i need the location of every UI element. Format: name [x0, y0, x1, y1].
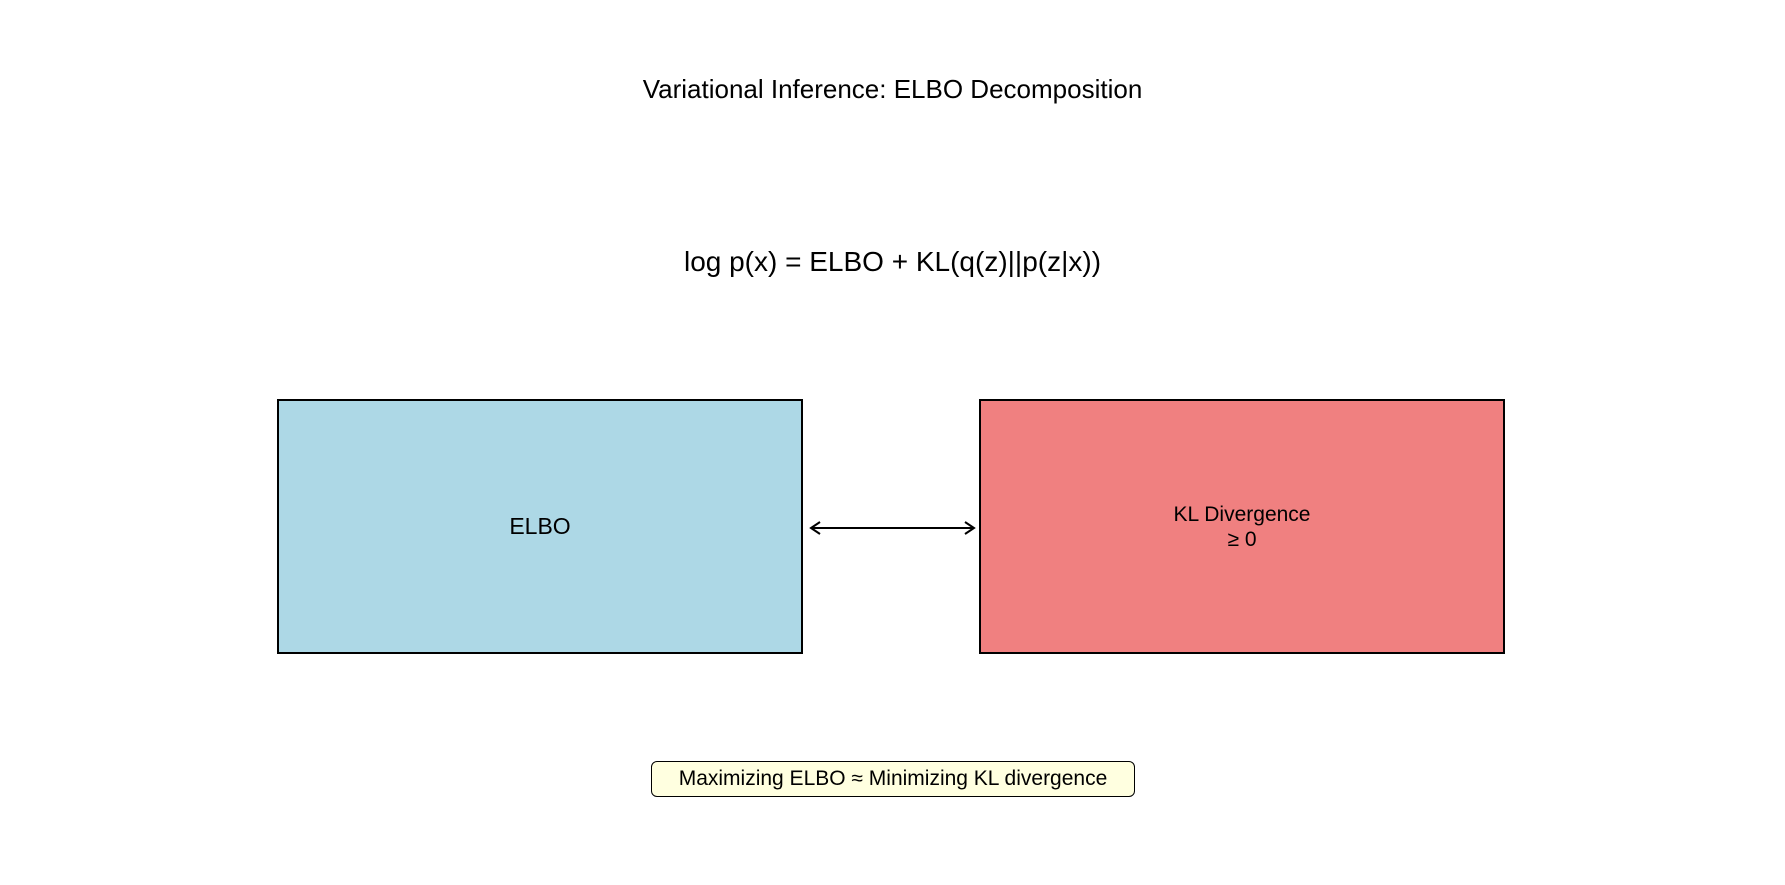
kl-divergence-box-label: KL Divergence ≥ 0: [1173, 502, 1311, 551]
elbo-box-label: ELBO: [509, 512, 571, 539]
diagram-title: Variational Inference: ELBO Decompositio…: [642, 74, 1143, 104]
elbo-box: ELBO: [277, 399, 803, 654]
double-arrow-icon: [809, 521, 976, 535]
summary-note: Maximizing ELBO ≈ Minimizing KL divergen…: [651, 761, 1135, 797]
elbo-equation: log p(x) = ELBO + KL(q(z)||p(z|x)): [683, 246, 1102, 277]
kl-divergence-box: KL Divergence ≥ 0: [979, 399, 1505, 654]
